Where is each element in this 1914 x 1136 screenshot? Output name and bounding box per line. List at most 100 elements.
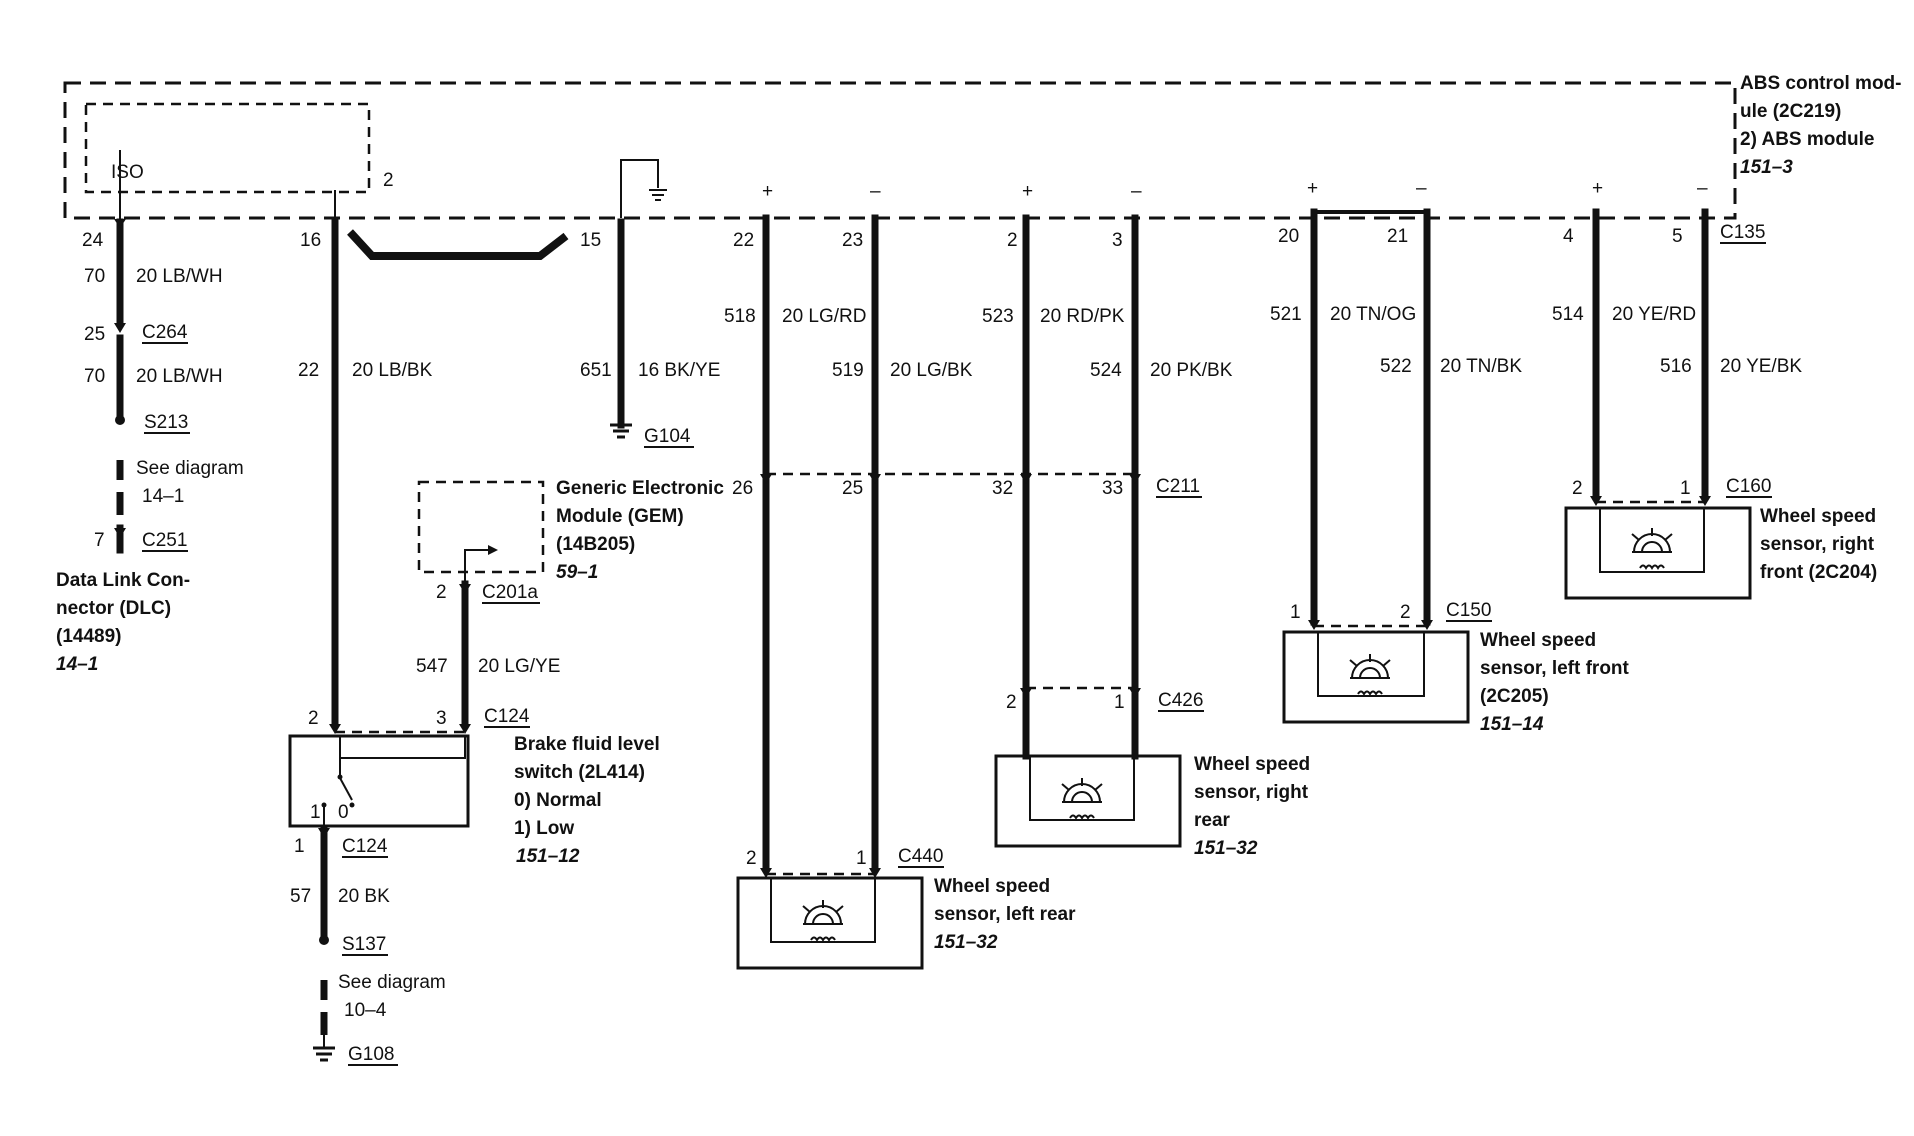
c251-label: C251 <box>142 530 187 551</box>
pin-label: 5 <box>1672 226 1683 247</box>
connector-arrow-icon <box>459 584 471 594</box>
sensor-ref: 151–32 <box>1194 838 1258 859</box>
polarity-plus: + <box>1307 178 1318 199</box>
gem-output-arrow-icon <box>488 545 498 555</box>
left-rear-sensor: 2 1 C440 Wheel speed sensor, left rear 1… <box>736 846 1076 970</box>
abs-module-name-line1: ABS control mod- <box>1740 73 1902 94</box>
sensor-pin: 2 <box>1400 602 1411 623</box>
wire-spec: 20 LG/BK <box>890 360 973 381</box>
g108-ground-icon <box>313 1035 335 1062</box>
right-front-sensor-circuit: 514 20 YE/RD 516 20 YE/BK <box>1552 208 1802 501</box>
polarity-plus: + <box>1592 178 1603 199</box>
connector-arrow-icon <box>1129 474 1141 484</box>
switch-state-low: 1) Low <box>514 818 574 839</box>
c264-label: C264 <box>142 322 188 343</box>
iso-sub-block <box>84 102 371 194</box>
abs-module-name-line3: 2) ABS module <box>1740 129 1874 150</box>
c211-pin: 32 <box>992 478 1013 499</box>
c201a-label: C201a <box>482 582 538 603</box>
brake-fluid-switch-box <box>288 734 470 828</box>
right-rear-sensor-circuit: 523 20 RD/PK 524 20 PK/BK <box>982 214 1233 760</box>
switch-state-normal: 0) Normal <box>514 790 602 811</box>
sensor-name-line1: Wheel speed <box>1760 506 1876 527</box>
wire-spec: 20 LB/WH <box>136 366 223 387</box>
abs-module-ref: 151–3 <box>1740 157 1793 178</box>
switch-pin-3: 3 <box>436 708 447 729</box>
circuit-number: 514 <box>1552 304 1584 325</box>
switch-c124-label: C124 <box>484 706 530 727</box>
see-ref: 14–1 <box>142 486 184 507</box>
dlc-ref: 14–1 <box>56 654 98 675</box>
left-rear-sensor-circuit: 518 20 LG/RD 519 20 LG/BK <box>724 214 973 872</box>
connector-arrow-icon <box>1129 688 1141 698</box>
circuit-number: 518 <box>724 306 756 327</box>
sensor-name-line2: sensor, left front <box>1480 658 1630 679</box>
sensor-pin: 2 <box>746 848 757 869</box>
see-ref: 10–4 <box>344 1000 387 1021</box>
pin-label: 15 <box>580 230 601 251</box>
sensor-name-line3: rear <box>1194 810 1231 831</box>
sensor-pin: 2 <box>1006 692 1017 713</box>
left-front-sensor: 1 2 C150 Wheel speed sensor, left front … <box>1282 600 1630 735</box>
abs-module-name-line2: ule (2C219) <box>1740 101 1841 122</box>
gem-name-line3: (14B205) <box>556 534 635 555</box>
switch-contact-0-icon <box>349 802 355 808</box>
connector-arrow-icon <box>1421 620 1433 630</box>
wire-spec: 20 YE/RD <box>1612 304 1696 325</box>
pin-label: 24 <box>82 230 104 251</box>
sensor-name-line3: (2C205) <box>1480 686 1549 707</box>
circuit-number: 547 <box>416 656 448 677</box>
circuit-number: 523 <box>982 306 1014 327</box>
sensor-name-line1: Wheel speed <box>1480 630 1596 651</box>
s137-label: S137 <box>342 934 386 955</box>
pin-label: 23 <box>842 230 863 251</box>
polarity-plus: + <box>762 181 773 202</box>
circuit-number: 70 <box>84 366 105 387</box>
wire-spec: 20 YE/BK <box>1720 356 1802 377</box>
sensor-name-line2: sensor, right <box>1194 782 1309 803</box>
polarity-minus: – <box>1416 178 1427 199</box>
wire-spec: 20 LB/WH <box>136 266 223 287</box>
circuit-number: 519 <box>832 360 864 381</box>
c211-label: C211 <box>1156 476 1200 497</box>
circuit-number: 22 <box>298 360 319 381</box>
pin-label: 16 <box>300 230 321 251</box>
connector-arrow-icon <box>459 724 471 734</box>
pin-label: 21 <box>1387 226 1408 247</box>
module-internal-ground-icon <box>649 189 667 201</box>
s213-label: S213 <box>144 412 188 433</box>
c211-connector: 26 25 32 33 C211 <box>732 472 1202 499</box>
splice-dot-icon <box>115 415 125 425</box>
sensor-pin: 1 <box>856 848 867 869</box>
ground-circuit-15: 651 16 BK/YE G104 <box>580 218 720 448</box>
right-rear-sensor: 2 1 C426 Wheel speed sensor, right rear … <box>994 686 1310 859</box>
sensor-pin: 1 <box>1680 478 1691 499</box>
circuit-number: 57 <box>290 886 311 907</box>
wire-spec: 20 PK/BK <box>1150 360 1233 381</box>
sensor-pin: 2 <box>1572 478 1583 499</box>
switch-ref: 151–12 <box>516 846 580 867</box>
right-rear-sensor-box <box>994 754 1182 848</box>
connector-arrow-icon <box>1020 474 1032 484</box>
wire-spec: 20 LG/YE <box>478 656 560 677</box>
sensor-pin: 1 <box>1290 602 1301 623</box>
sensor-name-line1: Wheel speed <box>934 876 1050 897</box>
polarity-marks: + – + – + – + – <box>762 178 1708 202</box>
wheel-speed-sensor-icon <box>1349 654 1391 696</box>
module-internal-ground-wire <box>620 159 659 218</box>
circuit-number: 516 <box>1660 356 1692 377</box>
sensor-name-line2: sensor, right <box>1760 534 1875 555</box>
right-front-sensor-box <box>1564 506 1752 600</box>
switch-pivot-icon <box>337 774 343 780</box>
connector-arrow-icon <box>114 528 126 538</box>
wire-spec: 16 BK/YE <box>638 360 720 381</box>
pin-label: 4 <box>1563 226 1574 247</box>
pin-label: 20 <box>1278 226 1299 247</box>
dlc-name-line2: nector (DLC) <box>56 598 171 619</box>
c264-pin: 25 <box>84 324 105 345</box>
c440-label: C440 <box>898 846 943 867</box>
connector-arrow-icon <box>114 323 126 333</box>
sensor-internal-line <box>1317 632 1425 697</box>
dlc-circuit: 70 20 LB/WH 25 C264 70 20 LB/WH S213 See… <box>56 150 244 675</box>
